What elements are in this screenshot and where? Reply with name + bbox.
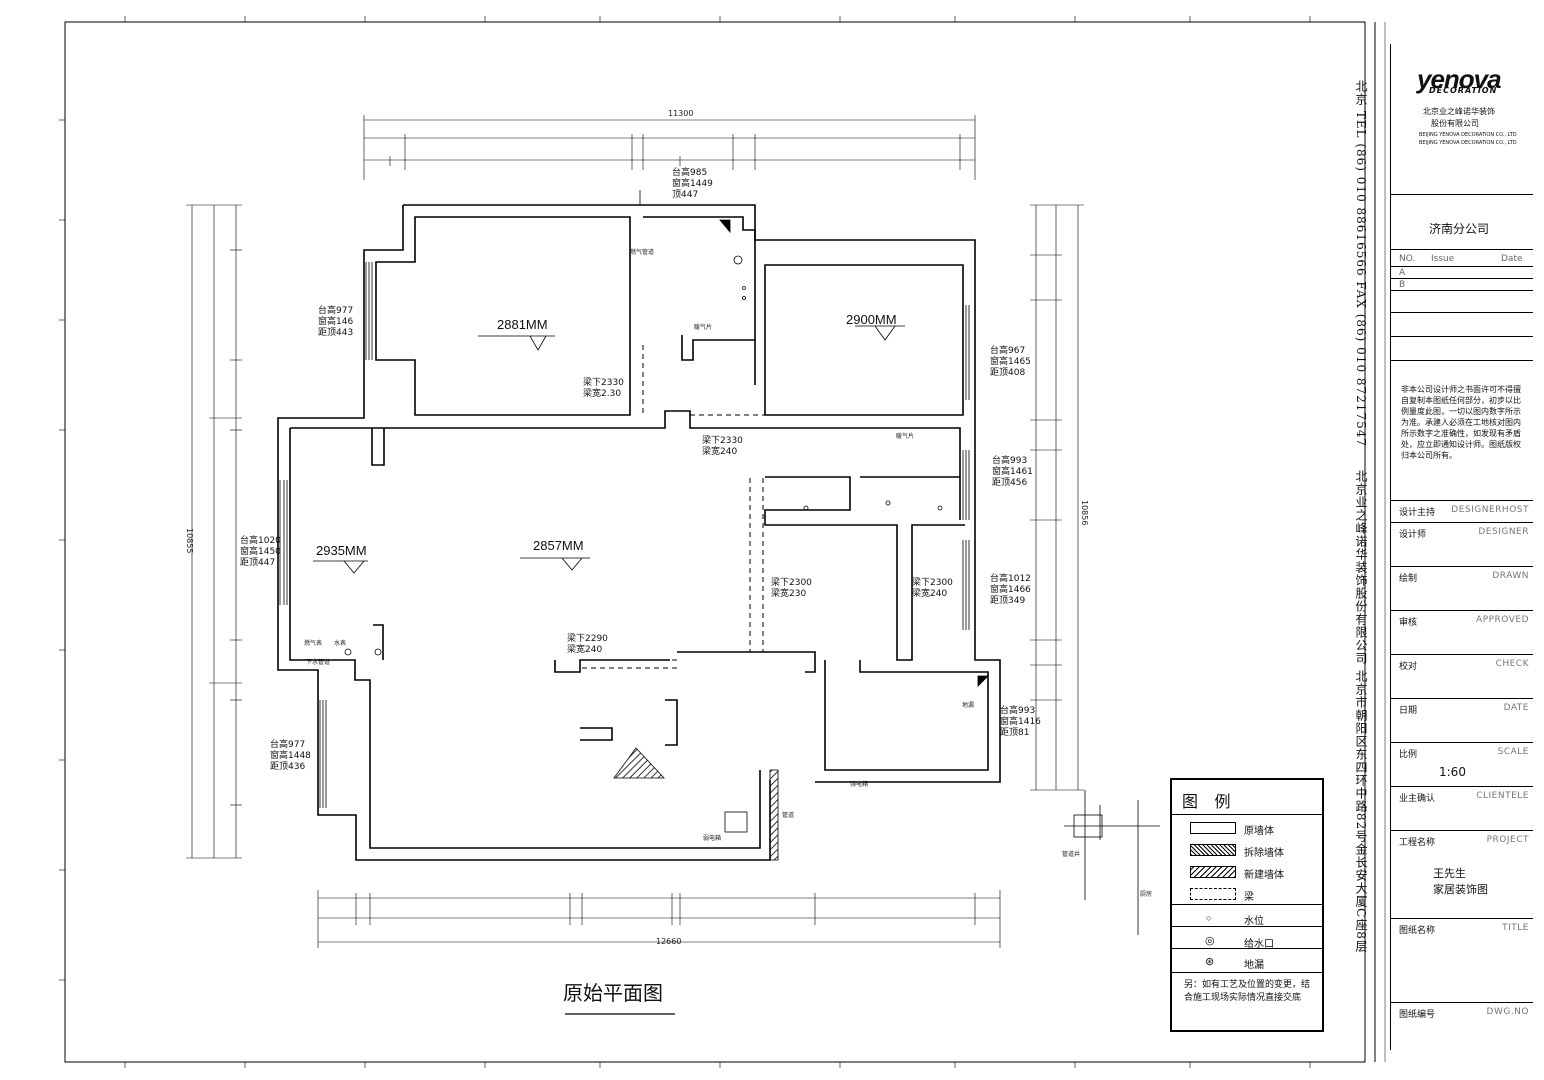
fixture-label-drain-pipe: 下水管道 bbox=[306, 659, 331, 666]
legend-swatch-new-wall bbox=[1190, 866, 1236, 878]
fixture-label-radiator: 暖气片 bbox=[896, 433, 915, 440]
legend-panel: 图 例 原墙体 拆除墙体 新建墙体 梁 ○ 水位 ◎ 给水口 ⊛ 地漏 另：如有… bbox=[1170, 778, 1324, 1032]
dim-top-total: 11300 bbox=[668, 109, 694, 118]
company-contact-vertical: 北京 TEL (86) 010 88616566 FAX (86) 010 87… bbox=[1354, 80, 1368, 447]
project-name-2: 家居装饰图 bbox=[1433, 883, 1488, 896]
legend-item-water-point: 水位 bbox=[1244, 916, 1264, 927]
legend-item-demolished-wall: 拆除墙体 bbox=[1244, 848, 1284, 859]
brand-sub: DECORATION bbox=[1429, 86, 1498, 95]
room-label-bedroom2: 2900MM bbox=[846, 312, 897, 327]
title-block: yenova DECORATION 北京业之峰诺华装饰 股份有限公司 BEIJI… bbox=[1390, 44, 1533, 1050]
misc-label-pipe-well: 管道井 bbox=[1062, 851, 1081, 858]
floor-drain-icon: ⊛ bbox=[1205, 956, 1215, 968]
fixture-label-gas-meter: 燃气表 bbox=[304, 640, 323, 647]
fixture-label-weak-box: 弱电箱 bbox=[703, 835, 722, 842]
water-supply-icon: ◎ bbox=[1205, 935, 1215, 947]
dim-bottom-total: 12660 bbox=[656, 937, 682, 946]
rev-row-b: B bbox=[1399, 280, 1406, 290]
legend-swatch-demolished-wall bbox=[1190, 844, 1236, 856]
rev-header-date: Date bbox=[1501, 254, 1523, 264]
dim-right-total: 10856 bbox=[1080, 500, 1089, 526]
branch-name: 济南分公司 bbox=[1429, 222, 1490, 236]
copyright-notice: 非本公司设计师之书面许可不得擅自复制本图纸任何部分，初步以比例量度此图，一切以图… bbox=[1401, 385, 1521, 460]
rev-header-no: NO. bbox=[1399, 254, 1416, 264]
legend-item-water-supply: 给水口 bbox=[1244, 939, 1274, 950]
legend-item-new-wall: 新建墙体 bbox=[1244, 870, 1284, 881]
fixture-label-radiator-2: 暖气片 bbox=[694, 324, 713, 331]
misc-label-kitchen: 厨房 bbox=[1140, 891, 1153, 898]
scale-value: 1:60 bbox=[1439, 765, 1466, 779]
misc-label-pipe: 管道 bbox=[782, 812, 795, 819]
legend-swatch-original-wall bbox=[1190, 822, 1236, 834]
legend-item-beam: 梁 bbox=[1244, 892, 1254, 903]
fixture-label-strong-box: 强电箱 bbox=[850, 781, 869, 788]
legend-item-floor-drain: 地漏 bbox=[1244, 960, 1264, 971]
rev-header-issue: Issue bbox=[1431, 254, 1455, 264]
room-label-dining: 2935MM bbox=[316, 543, 367, 558]
rev-row-a: A bbox=[1399, 268, 1406, 278]
fixture-label-gas-pipe: 燃气管道 bbox=[630, 249, 655, 256]
company-address-vertical: 北京业之峰诺华装饰股份有限公司 北京市朝阳区东四环中路82号金长安大厦C座8层 bbox=[1354, 470, 1368, 953]
project-name-1: 王先生 bbox=[1433, 867, 1466, 880]
fixture-label-floor-drain: 地漏 bbox=[962, 702, 975, 709]
water-point-icon: ○ bbox=[1206, 913, 1212, 923]
company-name-cn-1: 北京业之峰诺华装饰 bbox=[1423, 107, 1495, 116]
legend-item-original-wall: 原墙体 bbox=[1244, 826, 1274, 837]
dim-left-total: 10855 bbox=[185, 528, 194, 554]
room-label-living: 2857MM bbox=[533, 538, 584, 553]
brand-logo: yenova bbox=[1417, 64, 1502, 94]
drawing-title: 原始平面图 bbox=[563, 981, 663, 1005]
company-name-en-2: BEIJING YENOVA DECORATION CO., LTD bbox=[1419, 140, 1517, 146]
room-label-bedroom1: 2881MM bbox=[497, 317, 548, 332]
company-name-cn-2: 股份有限公司 bbox=[1431, 119, 1479, 128]
fixture-label-water-meter: 水表 bbox=[334, 640, 347, 647]
legend-note: 另：如有工艺及位置的变更，结合施工现场实际情况直接交底 bbox=[1184, 979, 1311, 1002]
company-name-en-1: BEIJING YENOVA DECORATION CO., LTD bbox=[1419, 132, 1517, 138]
legend-swatch-beam bbox=[1190, 888, 1236, 900]
legend-title: 图 例 bbox=[1182, 794, 1237, 811]
